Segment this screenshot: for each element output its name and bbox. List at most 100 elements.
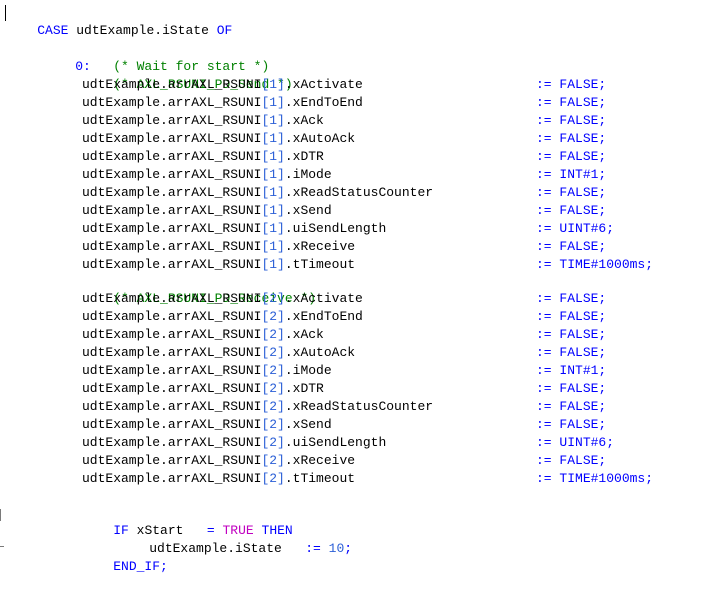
array-index: [2]: [261, 291, 285, 306]
assigned-value: FALSE;: [559, 131, 607, 146]
send-assignment-value[interactable]: := FALSE;: [536, 112, 606, 130]
receive-assignment-line[interactable]: udtExample.arrAXL_RSUNI[2].uiSendLength: [82, 434, 386, 452]
comment-wait-line[interactable]: (* Wait for start *): [82, 40, 269, 74]
array-prefix: udtExample.arrAXL_RSUNI: [82, 417, 262, 432]
receive-assignment-line[interactable]: udtExample.arrAXL_RSUNI[2].iMode: [82, 362, 332, 380]
array-prefix: udtExample.arrAXL_RSUNI: [82, 257, 262, 272]
array-prefix: udtExample.arrAXL_RSUNI: [82, 291, 262, 306]
end-if-keyword: END_IF;: [113, 559, 168, 574]
send-assignment-line[interactable]: udtExample.arrAXL_RSUNI[1].iMode: [82, 166, 332, 184]
array-index: [2]: [261, 309, 285, 324]
assigned-value: FALSE;: [559, 345, 607, 360]
array-prefix: udtExample.arrAXL_RSUNI: [82, 95, 262, 110]
send-assignment-value[interactable]: := FALSE;: [536, 148, 606, 166]
assign-operator: :=: [536, 435, 552, 450]
receive-assignment-value[interactable]: := TIME#1000ms;: [536, 470, 653, 488]
send-assignment-line[interactable]: udtExample.arrAXL_RSUNI[1].tTimeout: [82, 256, 355, 274]
case-label: 0:: [75, 59, 91, 74]
assigned-value: FALSE;: [559, 77, 607, 92]
send-assignment-line[interactable]: udtExample.arrAXL_RSUNI[1].uiSendLength: [82, 220, 386, 238]
assign-operator: :=: [536, 453, 552, 468]
assigned-value: TIME#1000ms;: [559, 471, 654, 486]
receive-assignment-line[interactable]: udtExample.arrAXL_RSUNI[2].tTimeout: [82, 470, 355, 488]
field-name: .uiSendLength: [284, 221, 387, 236]
comment-wait: (* Wait for start *): [113, 59, 270, 74]
receive-assignment-line[interactable]: udtExample.arrAXL_RSUNI[2].xAck: [82, 326, 324, 344]
assigned-value: INT#1;: [559, 167, 607, 182]
receive-assignment-value[interactable]: := FALSE;: [536, 398, 606, 416]
receive-assignment-line[interactable]: udtExample.arrAXL_RSUNI[2].xDTR: [82, 380, 324, 398]
state-target: udtExample.iState: [149, 541, 282, 556]
array-prefix: udtExample.arrAXL_RSUNI: [82, 309, 262, 324]
if-true-literal: TRUE: [222, 523, 254, 538]
receive-assignment-value[interactable]: := INT#1;: [536, 362, 606, 380]
array-prefix: udtExample.arrAXL_RSUNI: [82, 77, 262, 92]
comment-send-line[interactable]: (* AXL_RSUNI_PD_Send *): [82, 58, 292, 92]
if-keyword: IF: [113, 523, 129, 538]
field-name: .xSend: [284, 203, 332, 218]
send-assignment-value[interactable]: := INT#1;: [536, 166, 606, 184]
receive-assignment-value[interactable]: := FALSE;: [536, 290, 606, 308]
case-label-line[interactable]: 0:: [44, 40, 91, 74]
end-if-line[interactable]: END_IF;: [82, 540, 168, 574]
array-index: [1]: [261, 77, 285, 92]
array-prefix: udtExample.arrAXL_RSUNI: [82, 221, 262, 236]
receive-assignment-value[interactable]: := FALSE;: [536, 326, 606, 344]
assign-operator: :=: [536, 221, 552, 236]
if-equals: =: [206, 523, 215, 538]
send-assignment-line[interactable]: udtExample.arrAXL_RSUNI[1].xEndToEnd: [82, 94, 363, 112]
comment-receive-line[interactable]: (* AXL_RSUNI_PD_Receive *): [82, 272, 316, 306]
receive-assignment-line[interactable]: udtExample.arrAXL_RSUNI[2].xActivate: [82, 290, 363, 308]
send-assignment-value[interactable]: := FALSE;: [536, 94, 606, 112]
case-line[interactable]: CASE udtExample.iState OF: [6, 4, 232, 38]
field-name: .tTimeout: [284, 257, 356, 272]
array-prefix: udtExample.arrAXL_RSUNI: [82, 131, 262, 146]
send-assignment-value[interactable]: := FALSE;: [536, 202, 606, 220]
receive-assignment-value[interactable]: := FALSE;: [536, 452, 606, 470]
receive-assignment-line[interactable]: udtExample.arrAXL_RSUNI[2].xReceive: [82, 452, 355, 470]
array-index: [1]: [261, 239, 285, 254]
send-assignment-line[interactable]: udtExample.arrAXL_RSUNI[1].xAck: [82, 112, 324, 130]
send-assignment-line[interactable]: udtExample.arrAXL_RSUNI[1].xSend: [82, 202, 332, 220]
send-assignment-value[interactable]: := FALSE;: [536, 184, 606, 202]
state-assign-line[interactable]: udtExample.iState := 10;: [118, 522, 352, 556]
send-assignment-value[interactable]: := FALSE;: [536, 76, 606, 94]
array-prefix: udtExample.arrAXL_RSUNI: [82, 399, 262, 414]
array-prefix: udtExample.arrAXL_RSUNI: [82, 327, 262, 342]
field-name: .xAck: [284, 113, 324, 128]
receive-assignment-value[interactable]: := FALSE;: [536, 416, 606, 434]
send-assignment-value[interactable]: := UINT#6;: [536, 220, 614, 238]
send-assignment-line[interactable]: udtExample.arrAXL_RSUNI[1].xReceive: [82, 238, 355, 256]
receive-assignment-value[interactable]: := FALSE;: [536, 308, 606, 326]
send-assignment-value[interactable]: := TIME#1000ms;: [536, 256, 653, 274]
send-assignment-line[interactable]: udtExample.arrAXL_RSUNI[1].xReadStatusCo…: [82, 184, 433, 202]
receive-assignment-line[interactable]: udtExample.arrAXL_RSUNI[2].xReadStatusCo…: [82, 398, 433, 416]
if-line[interactable]: IF xStart = TRUE THEN: [82, 504, 293, 538]
array-prefix: udtExample.arrAXL_RSUNI: [82, 453, 262, 468]
code-editor[interactable]: CASE udtExample.iState OF 0: (* Wait for…: [0, 0, 724, 574]
assign-operator: :=: [536, 399, 552, 414]
array-index: [2]: [261, 345, 285, 360]
receive-assignment-line[interactable]: udtExample.arrAXL_RSUNI[2].xEndToEnd: [82, 308, 363, 326]
receive-assignment-value[interactable]: := FALSE;: [536, 380, 606, 398]
array-index: [2]: [261, 381, 285, 396]
send-assignment-line[interactable]: udtExample.arrAXL_RSUNI[1].xDTR: [82, 148, 324, 166]
array-prefix: udtExample.arrAXL_RSUNI: [82, 381, 262, 396]
send-assignment-line[interactable]: udtExample.arrAXL_RSUNI[1].xAutoAck: [82, 130, 355, 148]
send-assignment-line[interactable]: udtExample.arrAXL_RSUNI[1].xActivate: [82, 76, 363, 94]
send-assignment-value[interactable]: := FALSE;: [536, 238, 606, 256]
array-index: [1]: [261, 257, 285, 272]
assign-operator: :=: [536, 471, 552, 486]
assigned-value: FALSE;: [559, 327, 607, 342]
receive-assignment-value[interactable]: := UINT#6;: [536, 434, 614, 452]
assign-operator: :=: [536, 291, 552, 306]
receive-assignment-line[interactable]: udtExample.arrAXL_RSUNI[2].xSend: [82, 416, 332, 434]
assigned-value: FALSE;: [559, 239, 607, 254]
comment-receive: (* AXL_RSUNI_PD_Receive *): [113, 291, 317, 306]
assigned-value: FALSE;: [559, 417, 607, 432]
text-caret: [5, 5, 6, 21]
receive-assignment-value[interactable]: := FALSE;: [536, 344, 606, 362]
assign-operator: :=: [536, 95, 552, 110]
receive-assignment-line[interactable]: udtExample.arrAXL_RSUNI[2].xAutoAck: [82, 344, 355, 362]
send-assignment-value[interactable]: := FALSE;: [536, 130, 606, 148]
